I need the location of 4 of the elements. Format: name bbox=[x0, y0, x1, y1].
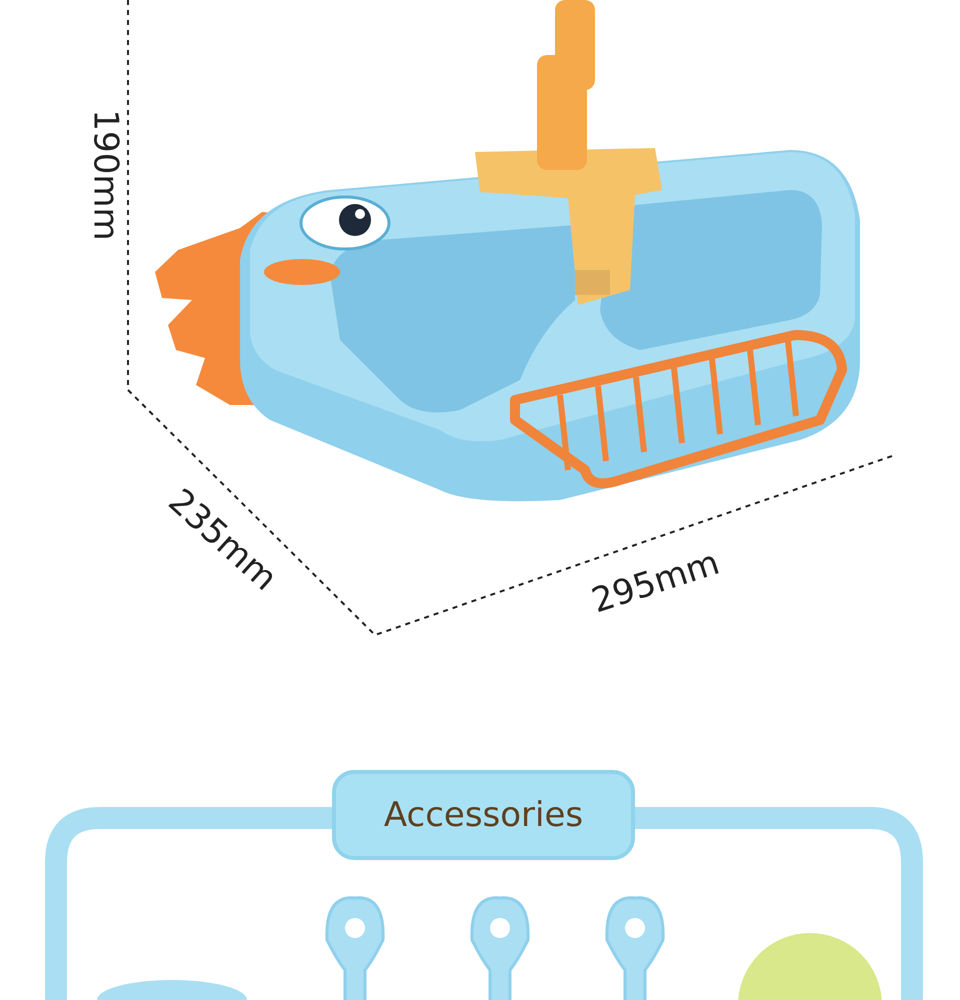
dimension-label: 295mm bbox=[587, 546, 723, 618]
title-banner bbox=[332, 770, 635, 860]
banner-text: Accessories bbox=[384, 795, 584, 835]
dimension-label: 190mm bbox=[88, 109, 122, 241]
